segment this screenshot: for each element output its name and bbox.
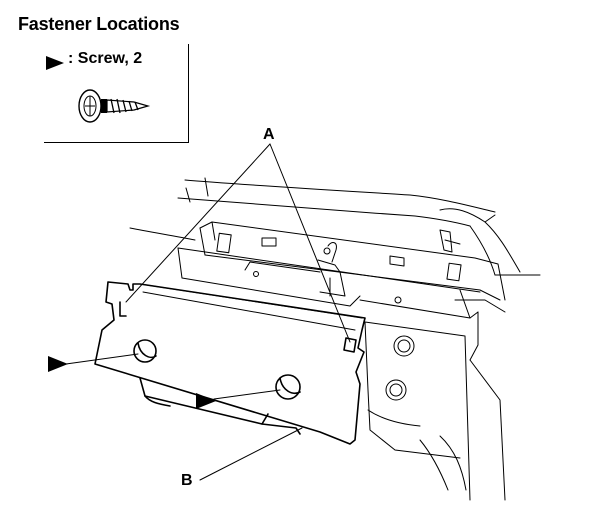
screw-arrow-1 — [48, 356, 68, 372]
page-title: Fastener Locations — [18, 14, 180, 34]
screw-leader-1 — [65, 353, 139, 365]
screw-leader-2 — [213, 389, 281, 400]
screw-icon — [78, 89, 151, 123]
arrowhead-icon — [46, 56, 64, 70]
mounting-plate — [94, 281, 366, 445]
dash-background — [129, 177, 541, 276]
callout-b: B — [181, 472, 193, 489]
lower-structure — [359, 289, 506, 501]
mount-panel — [177, 242, 481, 307]
legend-box: : Screw, 2 — [44, 44, 189, 143]
leader-lines-a — [125, 143, 351, 343]
leader-line-b — [199, 427, 303, 481]
callout-a: A — [263, 126, 275, 143]
upper-rail — [199, 221, 506, 301]
screw-arrow-2 — [196, 393, 216, 409]
legend-label: : Screw, 2 — [68, 50, 143, 67]
